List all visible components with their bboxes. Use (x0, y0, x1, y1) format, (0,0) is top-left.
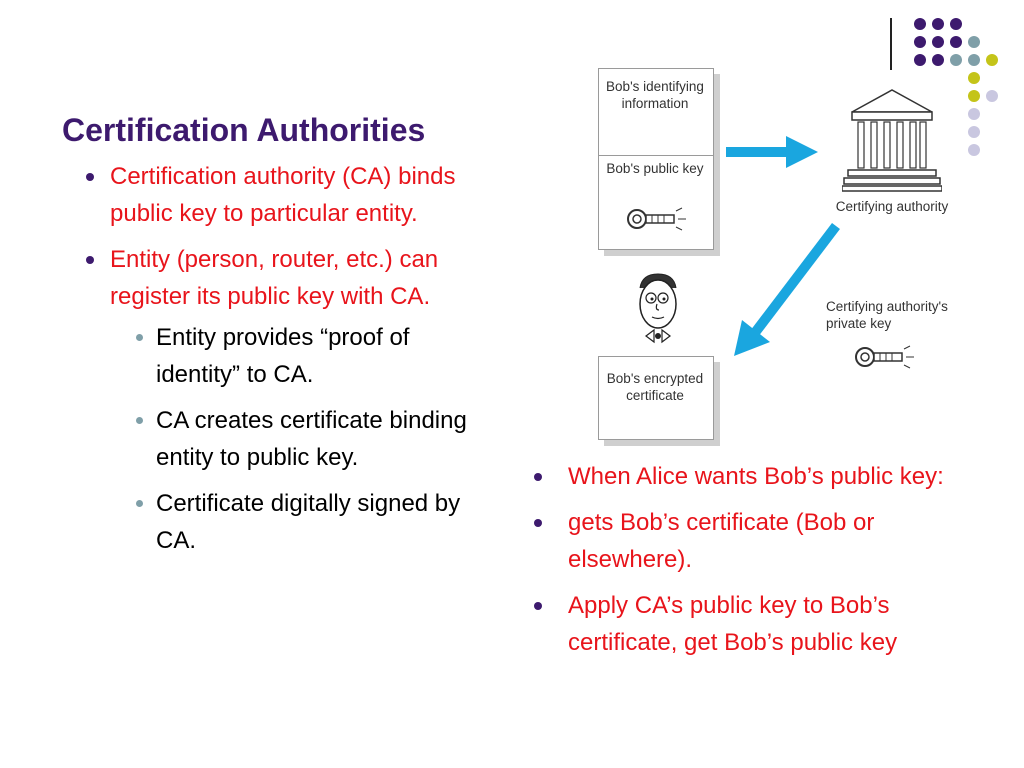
bullet-text: Apply CA’s public key to Bob’s certifica… (568, 592, 898, 656)
bullet-item: When Alice wants Bob’s public key: (530, 458, 990, 495)
bullet-item: gets Bob’s certificate (Bob or elsewhere… (530, 504, 990, 578)
bank-building-icon (842, 89, 942, 192)
bullet-dot (534, 473, 542, 481)
bullet-dot (534, 602, 542, 610)
bullet-text: Certification authority (CA) binds publi… (110, 163, 456, 227)
sub-bullet-dot (136, 417, 143, 424)
bullet-text: When Alice wants Bob’s public key: (568, 463, 944, 490)
bullet-dot (534, 519, 542, 527)
ca-private-key-label: Certifying authority's private key (826, 299, 948, 331)
key-icon (855, 345, 914, 369)
sub-bullet-item: Entity provides “proof of identity” to C… (136, 319, 494, 393)
sub-bullet-text: Entity provides “proof of identity” to C… (156, 324, 410, 388)
decorative-dots (886, 14, 1024, 174)
sub-bullet-text: Certificate digitally signed by CA. (156, 490, 461, 554)
bullet-item: Certification authority (CA) binds publi… (74, 158, 494, 232)
bullet-item: Apply CA’s public key to Bob’s certifica… (530, 587, 990, 661)
bullet-text: Entity (person, router, etc.) can regist… (110, 246, 439, 310)
key-icon (627, 207, 686, 231)
certifying-authority-label: Certifying authority (835, 199, 949, 214)
face-icon (639, 273, 677, 344)
sub-bullet-dot (136, 500, 143, 507)
left-bullet-list: Certification authority (CA) binds publi… (74, 158, 494, 568)
bullet-dot (86, 256, 94, 264)
divider-line (890, 18, 892, 70)
sub-bullet-list: Entity provides “proof of identity” to C… (136, 319, 494, 559)
slide-title: Certification Authorities (62, 112, 426, 148)
sub-bullet-dot (136, 334, 143, 341)
sub-bullet-item: Certificate digitally signed by CA. (136, 485, 494, 559)
certificate-diagram: Bob's identifying information Bob's publ… (596, 66, 976, 456)
bullet-text: gets Bob’s certificate (Bob or elsewhere… (568, 509, 875, 573)
sub-bullet-item: CA creates certificate binding entity to… (136, 402, 494, 476)
arrow-icon (726, 136, 818, 168)
arrow-icon (734, 222, 840, 356)
encrypted-certificate-card (598, 356, 714, 440)
bob-public-key-label: Bob's public key (606, 161, 704, 176)
bullet-dot (86, 173, 94, 181)
encrypted-certificate-label: Bob's encrypted certificate (606, 371, 704, 403)
card-divider (599, 155, 713, 156)
bob-info-label: Bob's identifying information (606, 79, 704, 111)
right-bullet-list: When Alice wants Bob’s public key: gets … (530, 458, 990, 670)
sub-bullet-text: CA creates certificate binding entity to… (156, 407, 467, 471)
bullet-item: Entity (person, router, etc.) can regist… (74, 241, 494, 559)
dots-icon (914, 18, 998, 156)
